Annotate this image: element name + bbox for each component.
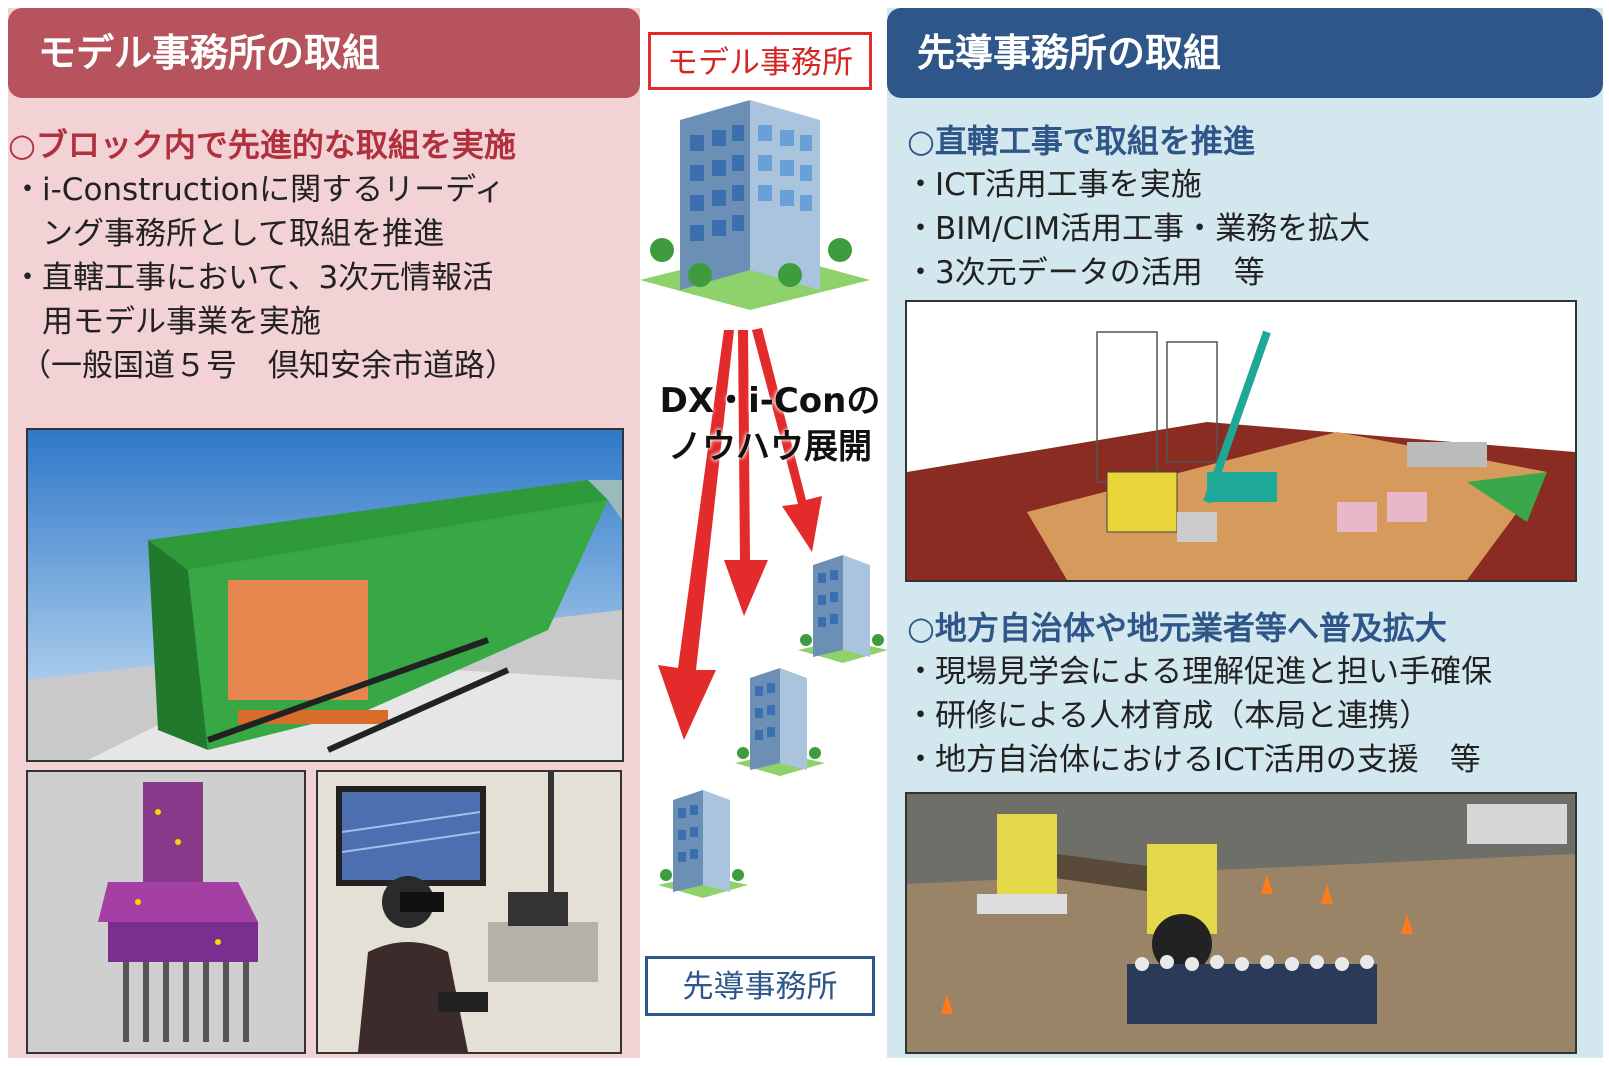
model-office-label: モデル事務所: [648, 32, 872, 90]
model-office-header: モデル事務所の取組: [8, 8, 640, 98]
bullet-item: ・直轄工事において、3次元情報活: [12, 256, 493, 300]
bullet-text: i-Constructionに関するリーディ: [42, 172, 506, 208]
bullet-text: ング事務所として取組を推進: [42, 216, 445, 252]
bullet-continuation: ング事務所として取組を推進: [42, 212, 444, 256]
lead-office-building-icon: [735, 668, 825, 776]
knowhow-expansion-arrows: [658, 328, 822, 740]
bullet-text: BIM/CIM活用工事・業務を拡大: [935, 211, 1371, 247]
knowhow-label-line: ノウハウ展開: [668, 427, 872, 467]
bullet-text: 地方自治体におけるICT活用の支援 等: [935, 742, 1481, 778]
bullet-item: ・研修による人材育成（本局と連携）: [905, 694, 1430, 738]
bullet-text: 研修による人材育成（本局と連携）: [935, 698, 1431, 734]
lead-office-building-icon: [658, 790, 748, 898]
site-visit-photo: [905, 792, 1577, 1054]
bullet-dot: ・: [905, 167, 936, 203]
bullet-item: ・i-Constructionに関するリーディ: [12, 168, 505, 212]
construction-site-3d-model-image: [905, 300, 1577, 582]
bullet-item: ・BIM/CIM活用工事・業務を拡大: [905, 207, 1370, 251]
left-panel: モデル事務所の取組 ○ブロック内で先進的な取組を実施 ・i-Constructi…: [8, 8, 640, 1058]
bullet-text: 直轄工事において、3次元情報活: [42, 260, 494, 296]
bullet-dot: ・: [905, 654, 936, 690]
lead-office-header: 先導事務所の取組: [887, 8, 1603, 98]
bullet-text: （一般国道５号 倶知安余市道路）: [20, 348, 516, 384]
bullet-text: ICT活用工事を実施: [935, 167, 1202, 203]
model-office-building-icon: [640, 100, 870, 310]
bullet-item: ・現場見学会による理解促進と担い手確保: [905, 650, 1492, 694]
bullet-dot: ・: [905, 698, 936, 734]
model-office-subheading: ○ブロック内で先進的な取組を実施: [8, 126, 516, 164]
route-note: （一般国道５号 倶知安余市道路）: [20, 344, 516, 388]
bullet-item: ・3次元データの活用 等: [905, 251, 1265, 295]
vr-headset-photo: [316, 770, 622, 1054]
bullet-dot: ・: [905, 211, 936, 247]
lead-office-building-icon: [798, 555, 888, 663]
rebar-pier-model-image: [26, 770, 306, 1054]
bullet-item: ・地方自治体におけるICT活用の支援 等: [905, 738, 1481, 782]
bullet-item: ・ICT活用工事を実施: [905, 163, 1202, 207]
local-expansion-subheading: ○地方自治体や地元業者等へ普及拡大: [907, 609, 1447, 647]
bullet-dot: ・: [905, 742, 936, 778]
bullet-dot: ・: [905, 255, 936, 291]
bridge-3d-model-image: [26, 428, 624, 762]
right-panel: 先導事務所の取組 ○直轄工事で取組を推進 ・ICT活用工事を実施 ・BIM/CI…: [887, 8, 1603, 1058]
knowhow-expansion-label: DX・i-Conの ノウハウ展開: [640, 378, 900, 470]
bullet-text: 現場見学会による理解促進と担い手確保: [935, 654, 1493, 690]
bullet-dot: ・: [12, 260, 43, 296]
bullet-text: 用モデル事業を実施: [42, 304, 321, 340]
bullet-dot: ・: [12, 172, 43, 208]
bullet-continuation: 用モデル事業を実施: [42, 300, 321, 344]
lead-office-label: 先導事務所: [645, 956, 875, 1016]
direct-works-subheading: ○直轄工事で取組を推進: [907, 122, 1255, 160]
bullet-text: 3次元データの活用 等: [935, 255, 1265, 291]
knowhow-label-line: DX・i-Conの: [659, 381, 881, 421]
